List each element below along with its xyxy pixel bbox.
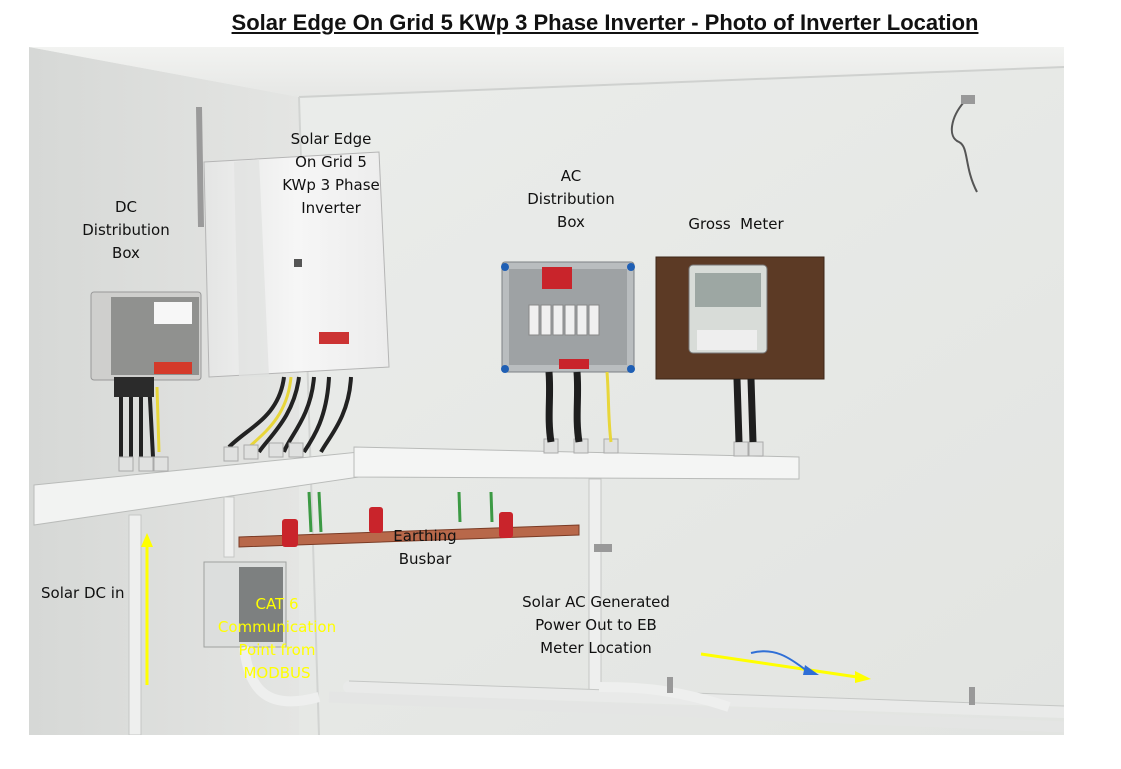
earthing-busbar (238, 491, 580, 548)
solar-ac-out-label: Solar AC Generated Power Out to EB Meter… (522, 593, 670, 657)
blue-arrow (750, 650, 808, 672)
gross-meter (655, 256, 825, 443)
ac-distribution-box (501, 261, 635, 443)
earthing-busbar-label: Earthing Busbar (393, 527, 457, 568)
conduits (328, 544, 1064, 733)
page-title: Solar Edge On Grid 5 KWp 3 Phase Inverte… (231, 10, 979, 35)
ac-power-out-arrow (700, 652, 858, 679)
cable-trunking (33, 438, 800, 735)
cat6-communication-box (203, 561, 321, 707)
cat6-label: CAT 6 Communication Point from MODBUS (217, 595, 337, 682)
solar-edge-inverter (196, 106, 390, 454)
inverter-location-photo (29, 47, 1064, 735)
photo-illustration (29, 47, 1064, 735)
dc-distribution-box (90, 291, 202, 458)
ac-distribution-box-label: AC Distribution Box (527, 167, 615, 231)
dc-distribution-box-label: DC Distribution Box (82, 198, 170, 262)
solar-dc-in-label: Solar DC in (41, 584, 125, 602)
gross-meter-label: Gross Meter (688, 215, 784, 233)
inverter-label: Solar Edge On Grid 5 KWp 3 Phase Inverte… (282, 130, 380, 217)
